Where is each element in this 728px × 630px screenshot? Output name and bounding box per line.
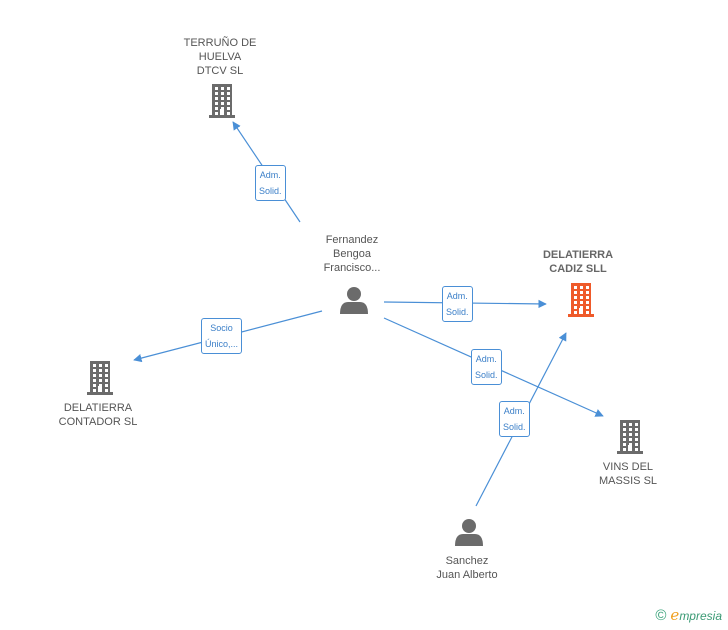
node-label-line: VINS DEL xyxy=(602,461,654,473)
edge-label-fernandez-to-terruno[interactable]: Adm. Solid. xyxy=(255,165,286,201)
node-label-terruno[interactable]: TERRUÑO DE HUELVA DTCV SL xyxy=(150,36,290,78)
edge-label-line: Adm. xyxy=(503,406,525,416)
edge-label-line: Adm. xyxy=(446,291,468,301)
node-label-line: Sanchez xyxy=(445,555,489,567)
node-label-line: CONTADOR SL xyxy=(58,416,138,428)
node-label-delatierra-contador[interactable]: DELATIERRA CONTADOR SL xyxy=(28,401,168,429)
edge-label-line: Único,... xyxy=(205,339,239,349)
person-icon[interactable] xyxy=(340,287,368,314)
node-label-line: Francisco... xyxy=(323,262,381,274)
node-label-line: MASSIS SL xyxy=(598,475,658,487)
footer-brand: © empresia xyxy=(655,606,722,624)
building-icon[interactable] xyxy=(617,420,643,454)
edge-label-line: Solid. xyxy=(259,186,282,196)
edge-label-line: Adm. xyxy=(475,354,497,364)
node-label-line: TERRUÑO DE xyxy=(183,37,257,49)
node-label-line: HUELVA xyxy=(198,51,242,63)
edge-label-line: Socio xyxy=(210,323,233,333)
edge-label-line: Solid. xyxy=(503,422,526,432)
brand-logo: empresia xyxy=(670,606,722,624)
copyright-symbol: © xyxy=(655,606,667,624)
node-label-line: DTCV SL xyxy=(196,65,244,77)
node-label-line: Juan Alberto xyxy=(436,569,498,581)
node-label-line: Fernandez xyxy=(325,234,379,246)
edge-label-fernandez-to-delatierra-cadiz[interactable]: Adm. Solid. xyxy=(442,286,473,322)
node-label-line: DELATIERRA xyxy=(63,402,133,414)
edge-label-line: Solid. xyxy=(446,307,469,317)
node-label-line: CADIZ SLL xyxy=(549,263,607,275)
edge-label-sanchez-to-delatierra-cadiz[interactable]: Adm. Solid. xyxy=(499,401,530,437)
edge-label-line: Adm. xyxy=(259,170,281,180)
node-label-line: Bengoa xyxy=(333,248,371,260)
edge-label-line: Solid. xyxy=(475,370,498,380)
building-icon[interactable] xyxy=(568,283,594,317)
node-label-delatierra-cadiz[interactable]: DELATIERRA CADIZ SLL xyxy=(508,248,648,276)
building-icon[interactable] xyxy=(87,361,113,395)
building-icon[interactable] xyxy=(209,84,235,118)
person-icon[interactable] xyxy=(455,519,483,546)
edge-label-fernandez-to-vins[interactable]: Adm. Solid. xyxy=(471,349,502,385)
node-label-vins[interactable]: VINS DEL MASSIS SL xyxy=(558,460,698,488)
node-label-line: DELATIERRA xyxy=(542,249,614,261)
